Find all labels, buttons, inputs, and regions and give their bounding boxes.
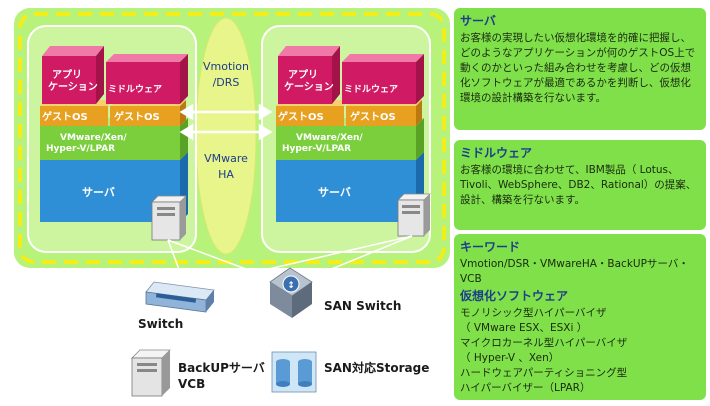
virtual-line-4: （ Hyper-V 、Xen） — [460, 352, 560, 364]
right-server-label: サーバ — [318, 186, 351, 199]
left-guest-os-1-label: ゲストOS — [42, 110, 88, 123]
middleware-panel: ミドルウェア お客様の環境に合わせて、IBM製品（ Lotus、Tivoli、W… — [454, 140, 706, 230]
server-panel-title: サーバ — [460, 14, 496, 28]
right-stack: アプリケーション ミドルウェア ゲストOS ゲストOS VMware/Xen/H… — [276, 46, 424, 222]
server-panel-body: お客様の実現したい仮想化環境を的確に把握し、どのようなアプリケーションが何のゲス… — [460, 32, 696, 104]
keyword-panel: キーワード Vmotion/DSR・VMwareHA・BackUPサーバ・VCB… — [454, 234, 706, 400]
storage-icon — [271, 351, 317, 393]
left-hypervisor-label: VMware/Xen/Hyper-V/LPAR — [46, 133, 127, 154]
virtual-line-6: ハイパーバイザー（LPAR） — [460, 382, 591, 394]
right-middleware-label: ミドルウェア — [344, 84, 398, 95]
right-guest-os-1-label: ゲストOS — [278, 110, 324, 123]
server-panel: サーバ お客様の実現したい仮想化環境を的確に把握し、どのようなアプリケーションが… — [454, 8, 706, 130]
right-application-label: アプリケーション — [284, 68, 334, 93]
virtual-line-1: モノリシック型ハイパーバイザ — [460, 307, 607, 319]
switch-icon — [145, 281, 215, 313]
center-ellipse — [195, 17, 257, 255]
left-server-icon — [151, 195, 187, 241]
svg-text:↕: ↕ — [287, 281, 295, 291]
left-middleware-label: ミドルウェア — [108, 84, 162, 95]
left-application-label: アプリケーション — [48, 68, 98, 93]
left-guest-os-2-label: ゲストOS — [114, 110, 160, 123]
architecture-diagram: アプリケーション ミドルウェア ゲストOS ゲストOS VMware/Xen/H… — [14, 8, 450, 397]
storage-label: SAN対応Storage — [324, 360, 429, 375]
keyword-line: Vmotion/DSR・VMwareHA・BackUPサーバ・VCB — [460, 258, 689, 285]
virtual-line-3: マイクロカーネル型ハイパーバイザ — [460, 337, 628, 349]
virtual-software-title: 仮想化ソフトウェア — [460, 289, 569, 303]
vmotion-arrow — [179, 103, 273, 141]
dashed-border — [18, 12, 446, 264]
switch-label: Switch — [138, 317, 183, 331]
right-guest-os-2-label: ゲストOS — [350, 110, 396, 123]
virtual-line-2: （ VMware ESX、ESXi ） — [460, 322, 588, 334]
left-server-label: サーバ — [82, 186, 115, 199]
middleware-panel-body: お客様の環境に合わせて、IBM製品（ Lotus、Tivoli、WebSpher… — [460, 164, 697, 206]
backup-server-icon — [131, 349, 171, 397]
right-server-icon — [397, 193, 431, 237]
san-switch-icon: ↕ — [269, 267, 313, 318]
virtual-line-5: ハードウェアパーティショニング型 — [460, 367, 628, 379]
middleware-panel-title: ミドルウェア — [460, 146, 533, 160]
san-switch-label: SAN Switch — [324, 299, 401, 313]
right-hypervisor-label: VMware/Xen/Hyper-V/LPAR — [282, 133, 363, 154]
keyword-panel-title: キーワード — [460, 240, 521, 254]
vmotion-label: Vmotion/DRS — [203, 60, 249, 89]
